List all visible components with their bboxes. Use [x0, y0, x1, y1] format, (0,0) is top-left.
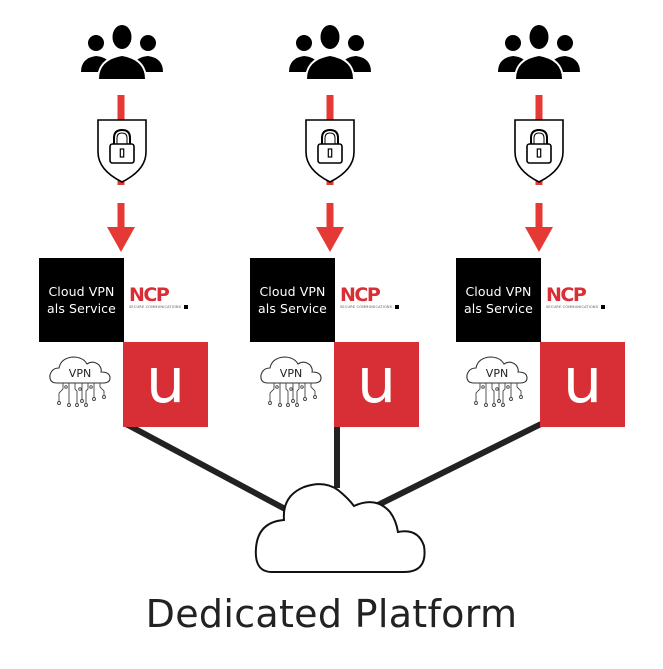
- ncp-brand: NCP: [129, 284, 170, 306]
- link-right: [374, 421, 543, 509]
- platform-cloud-icon: [254, 483, 426, 573]
- vpn-label: VPN: [279, 367, 303, 380]
- link-left: [124, 421, 289, 513]
- ncp-square-mark: [395, 305, 400, 309]
- u-letter: u: [562, 343, 603, 417]
- service-label-line1: Cloud VPN: [465, 284, 532, 299]
- vpn-label: VPN: [485, 367, 509, 380]
- vpn-cloud-icon: VPN: [258, 353, 328, 423]
- vpn-cloud-icon: VPN: [47, 353, 117, 423]
- cloud-vpn-service-tile: Cloud VPN als Service: [250, 258, 335, 342]
- vpn-cloud-icon: VPN: [464, 353, 534, 423]
- cloud-vpn-service-tile: Cloud VPN als Service: [39, 258, 124, 342]
- u-logo-tile: u: [123, 342, 208, 427]
- users-group-icon: [496, 22, 582, 80]
- shield-lock-icon: [514, 119, 564, 183]
- u-logo-tile: u: [334, 342, 419, 427]
- service-node-2: Cloud VPN als Service NCP SECURE COMMUNI…: [250, 258, 420, 428]
- users-group-icon: [79, 22, 165, 80]
- shield-lock-icon: [97, 119, 147, 183]
- u-letter: u: [356, 343, 397, 417]
- service-label-line1: Cloud VPN: [48, 284, 115, 299]
- ncp-tagline: SECURE COMMUNICATIONS: [546, 305, 599, 309]
- service-label-line1: Cloud VPN: [259, 284, 326, 299]
- ncp-tagline: SECURE COMMUNICATIONS: [340, 305, 393, 309]
- shield-lock-icon: [305, 119, 355, 183]
- ncp-brand: NCP: [546, 284, 587, 306]
- service-label-line2: als Service: [258, 301, 327, 316]
- service-node-1: Cloud VPN als Service NCP SECURE COMMUNI…: [39, 258, 209, 428]
- u-letter: u: [145, 343, 186, 417]
- service-label-line2: als Service: [464, 301, 533, 316]
- ncp-square-mark: [601, 305, 606, 309]
- ncp-logo: NCP SECURE COMMUNICATIONS: [340, 286, 416, 316]
- service-node-3: Cloud VPN als Service NCP SECURE COMMUNI…: [456, 258, 626, 428]
- platform-title: Dedicated Platform: [145, 592, 518, 636]
- service-label-line2: als Service: [47, 301, 116, 316]
- ncp-tagline: SECURE COMMUNICATIONS: [129, 305, 182, 309]
- vpn-label: VPN: [68, 367, 92, 380]
- users-group-icon: [287, 22, 373, 80]
- ncp-square-mark: [184, 305, 189, 309]
- cloud-vpn-service-tile: Cloud VPN als Service: [456, 258, 541, 342]
- u-logo-tile: u: [540, 342, 625, 427]
- ncp-brand: NCP: [340, 284, 381, 306]
- ncp-logo: NCP SECURE COMMUNICATIONS: [129, 286, 205, 316]
- ncp-logo: NCP SECURE COMMUNICATIONS: [546, 286, 622, 316]
